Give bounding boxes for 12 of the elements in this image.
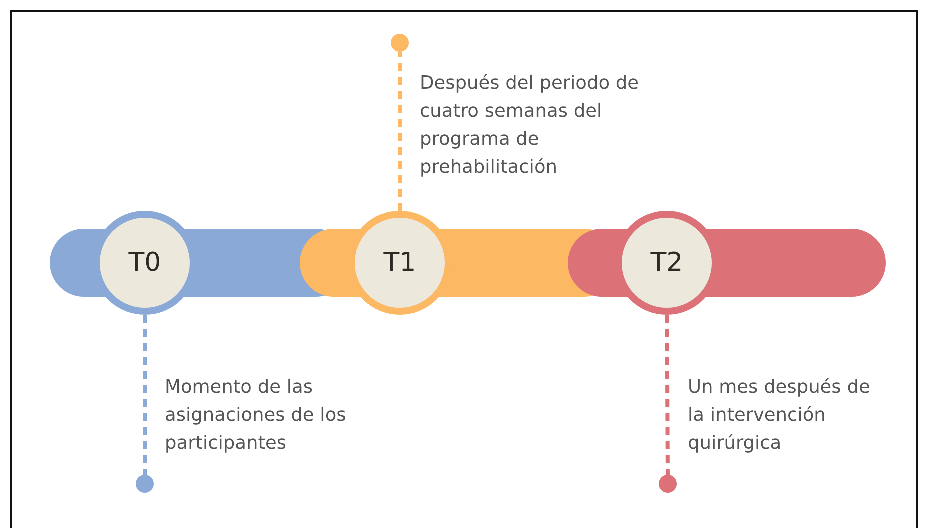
milestone-label: T2 — [650, 248, 684, 278]
end-dot — [659, 475, 677, 493]
milestone-label: T0 — [128, 248, 162, 278]
milestone-description: Un mes después de la intervención quirúrgica — [688, 376, 872, 456]
dashed-connector — [398, 52, 402, 211]
milestone-description: Momento de las asignaciones de los participantes — [165, 376, 348, 456]
end-dot — [391, 34, 409, 52]
dashed-connector — [143, 315, 147, 475]
milestone-label: T1 — [384, 248, 416, 278]
dashed-connector — [665, 314, 670, 476]
milestone-description: Después del periodo de cuatro semanas del programa de prehabilitación — [420, 72, 640, 180]
end-dot — [136, 475, 154, 493]
